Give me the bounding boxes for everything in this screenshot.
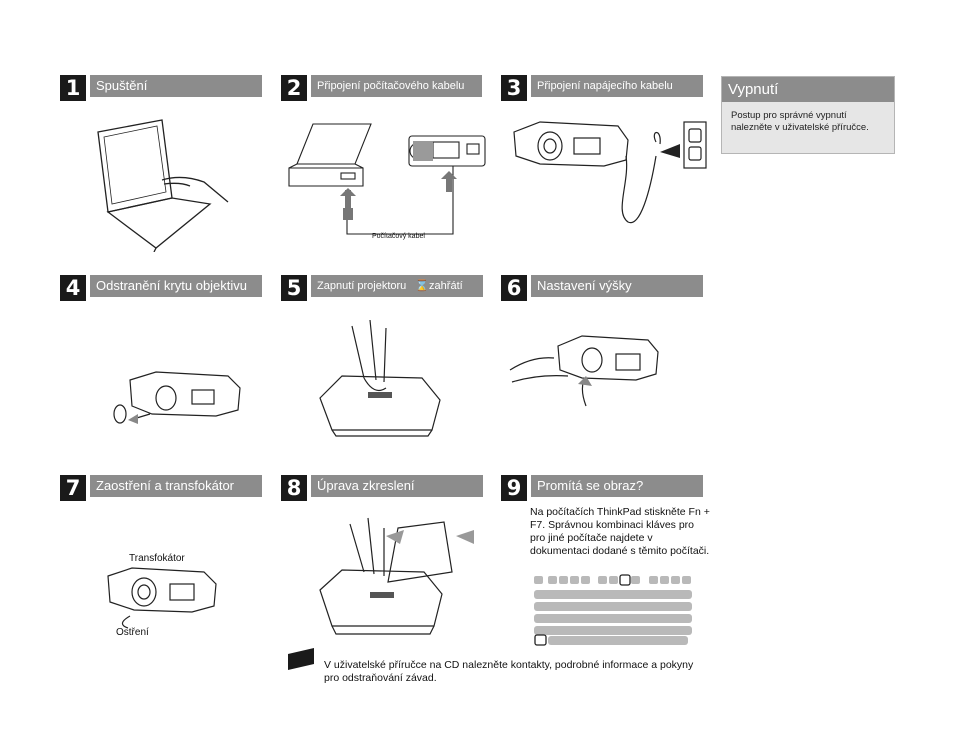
step-3-number: 3: [501, 75, 527, 101]
shutdown-box: Vypnutí Postup pro správné vypnutí nalez…: [721, 76, 895, 154]
height-adjust-illustration: [509, 335, 659, 407]
cable-connection-illustration: [288, 123, 486, 235]
step-5-title: Zapnutí projektoru ⌛zahřátí: [311, 275, 483, 297]
step-6-number: 6: [501, 275, 527, 301]
step-2-title: Připojení počítačového kabelu: [311, 75, 482, 97]
step-8-number: 8: [281, 475, 307, 501]
step-5-title-text: Zapnutí projektoru: [317, 280, 407, 292]
keyboard-illustration: [534, 574, 692, 646]
step-5-number: 5: [281, 275, 307, 301]
book-icon: [288, 648, 314, 670]
step-6-title: Nastavení výšky: [531, 275, 703, 297]
power-on-illustration: [319, 319, 441, 437]
step-3-title: Připojení napájecího kabelu: [531, 75, 703, 97]
step-2-number: 2: [281, 75, 307, 101]
step-9-title: Promítá se obraz?: [531, 475, 703, 497]
footer-text: V uživatelské příručce na CD nalezněte k…: [324, 659, 694, 684]
step-7-number: 7: [60, 475, 86, 501]
step-4-title: Odstranění krytu objektivu: [90, 275, 262, 297]
hourglass-icon: ⌛: [415, 280, 430, 292]
step-1-number: 1: [60, 75, 86, 101]
power-cable-illustration: [513, 121, 707, 224]
shutdown-title: Vypnutí: [722, 77, 894, 102]
step-7-title: Zaostření a transfokátor: [90, 475, 262, 497]
keystone-illustration: [319, 517, 474, 635]
focus-label: Ostření: [116, 627, 149, 638]
step-5-warmup-text: zahřátí: [429, 280, 463, 292]
laptop-illustration: [97, 119, 229, 252]
step-8-title: Úprava zkreslení: [311, 475, 483, 497]
step-4-number: 4: [60, 275, 86, 301]
step-9-text: Na počítačích ThinkPad stiskněte Fn + F7…: [530, 506, 710, 557]
cable-label: Počítačový kabel: [372, 233, 425, 240]
zoom-label: Transfokátor: [129, 553, 185, 564]
focus-zoom-illustration: [107, 567, 217, 629]
step-9-number: 9: [501, 475, 527, 501]
lens-cover-illustration: [113, 371, 241, 424]
step-1-title: Spuštění: [90, 75, 262, 97]
shutdown-text: Postup pro správné vypnutí nalezněte v u…: [731, 110, 869, 133]
